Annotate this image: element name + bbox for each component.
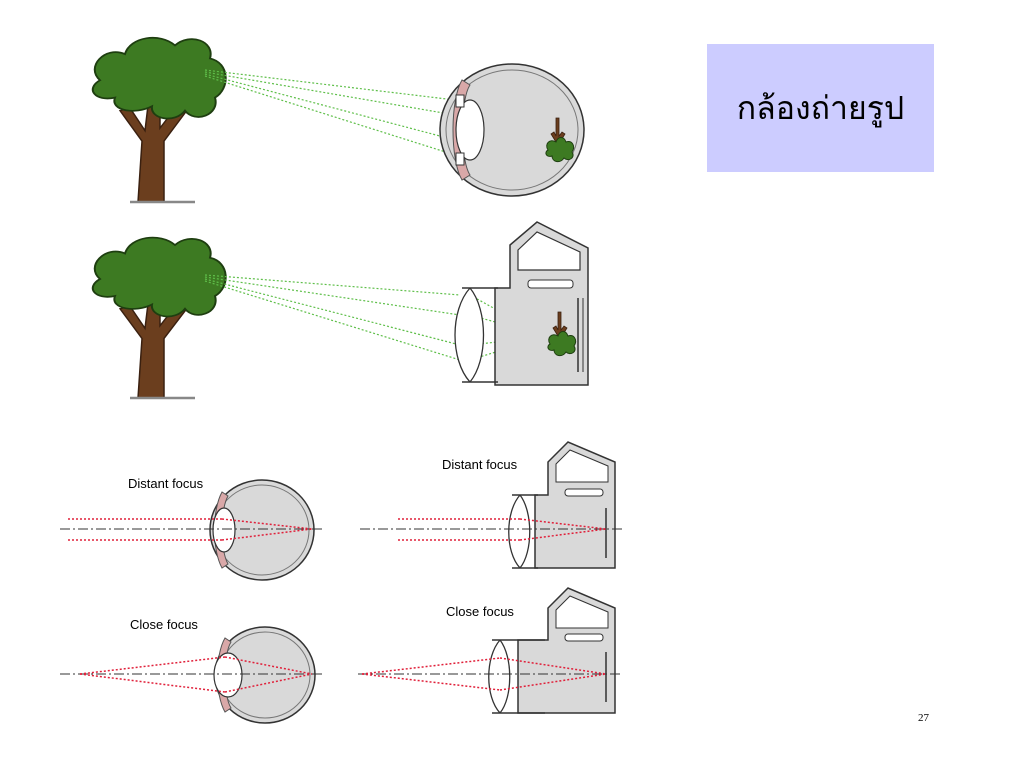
tree-icon-middle	[91, 236, 228, 400]
title-box: กล้องถ่ายรูป	[707, 44, 934, 172]
label-camera-distant-focus: Distant focus	[442, 457, 518, 472]
red-rays-camera-close	[361, 657, 607, 691]
eye-diagram-distant	[209, 479, 315, 581]
label-eye-close-focus: Close focus	[130, 617, 198, 632]
red-rays-eye-distant	[68, 518, 313, 541]
page-number: 27	[918, 712, 929, 724]
tree-icon-top	[91, 36, 228, 204]
slide-title: กล้องถ่ายรูป	[736, 88, 905, 127]
camera-diagram-close	[488, 587, 616, 714]
eye-diagram-close	[213, 626, 316, 724]
label-eye-distant-focus: Distant focus	[128, 476, 204, 491]
label-camera-close-focus: Close focus	[446, 604, 514, 619]
red-rays-camera-distant	[398, 518, 607, 541]
red-rays-eye-close	[79, 656, 313, 693]
camera-diagram-distant	[508, 441, 616, 569]
camera-diagram-top	[454, 221, 589, 386]
eye-diagram-top	[439, 63, 585, 197]
